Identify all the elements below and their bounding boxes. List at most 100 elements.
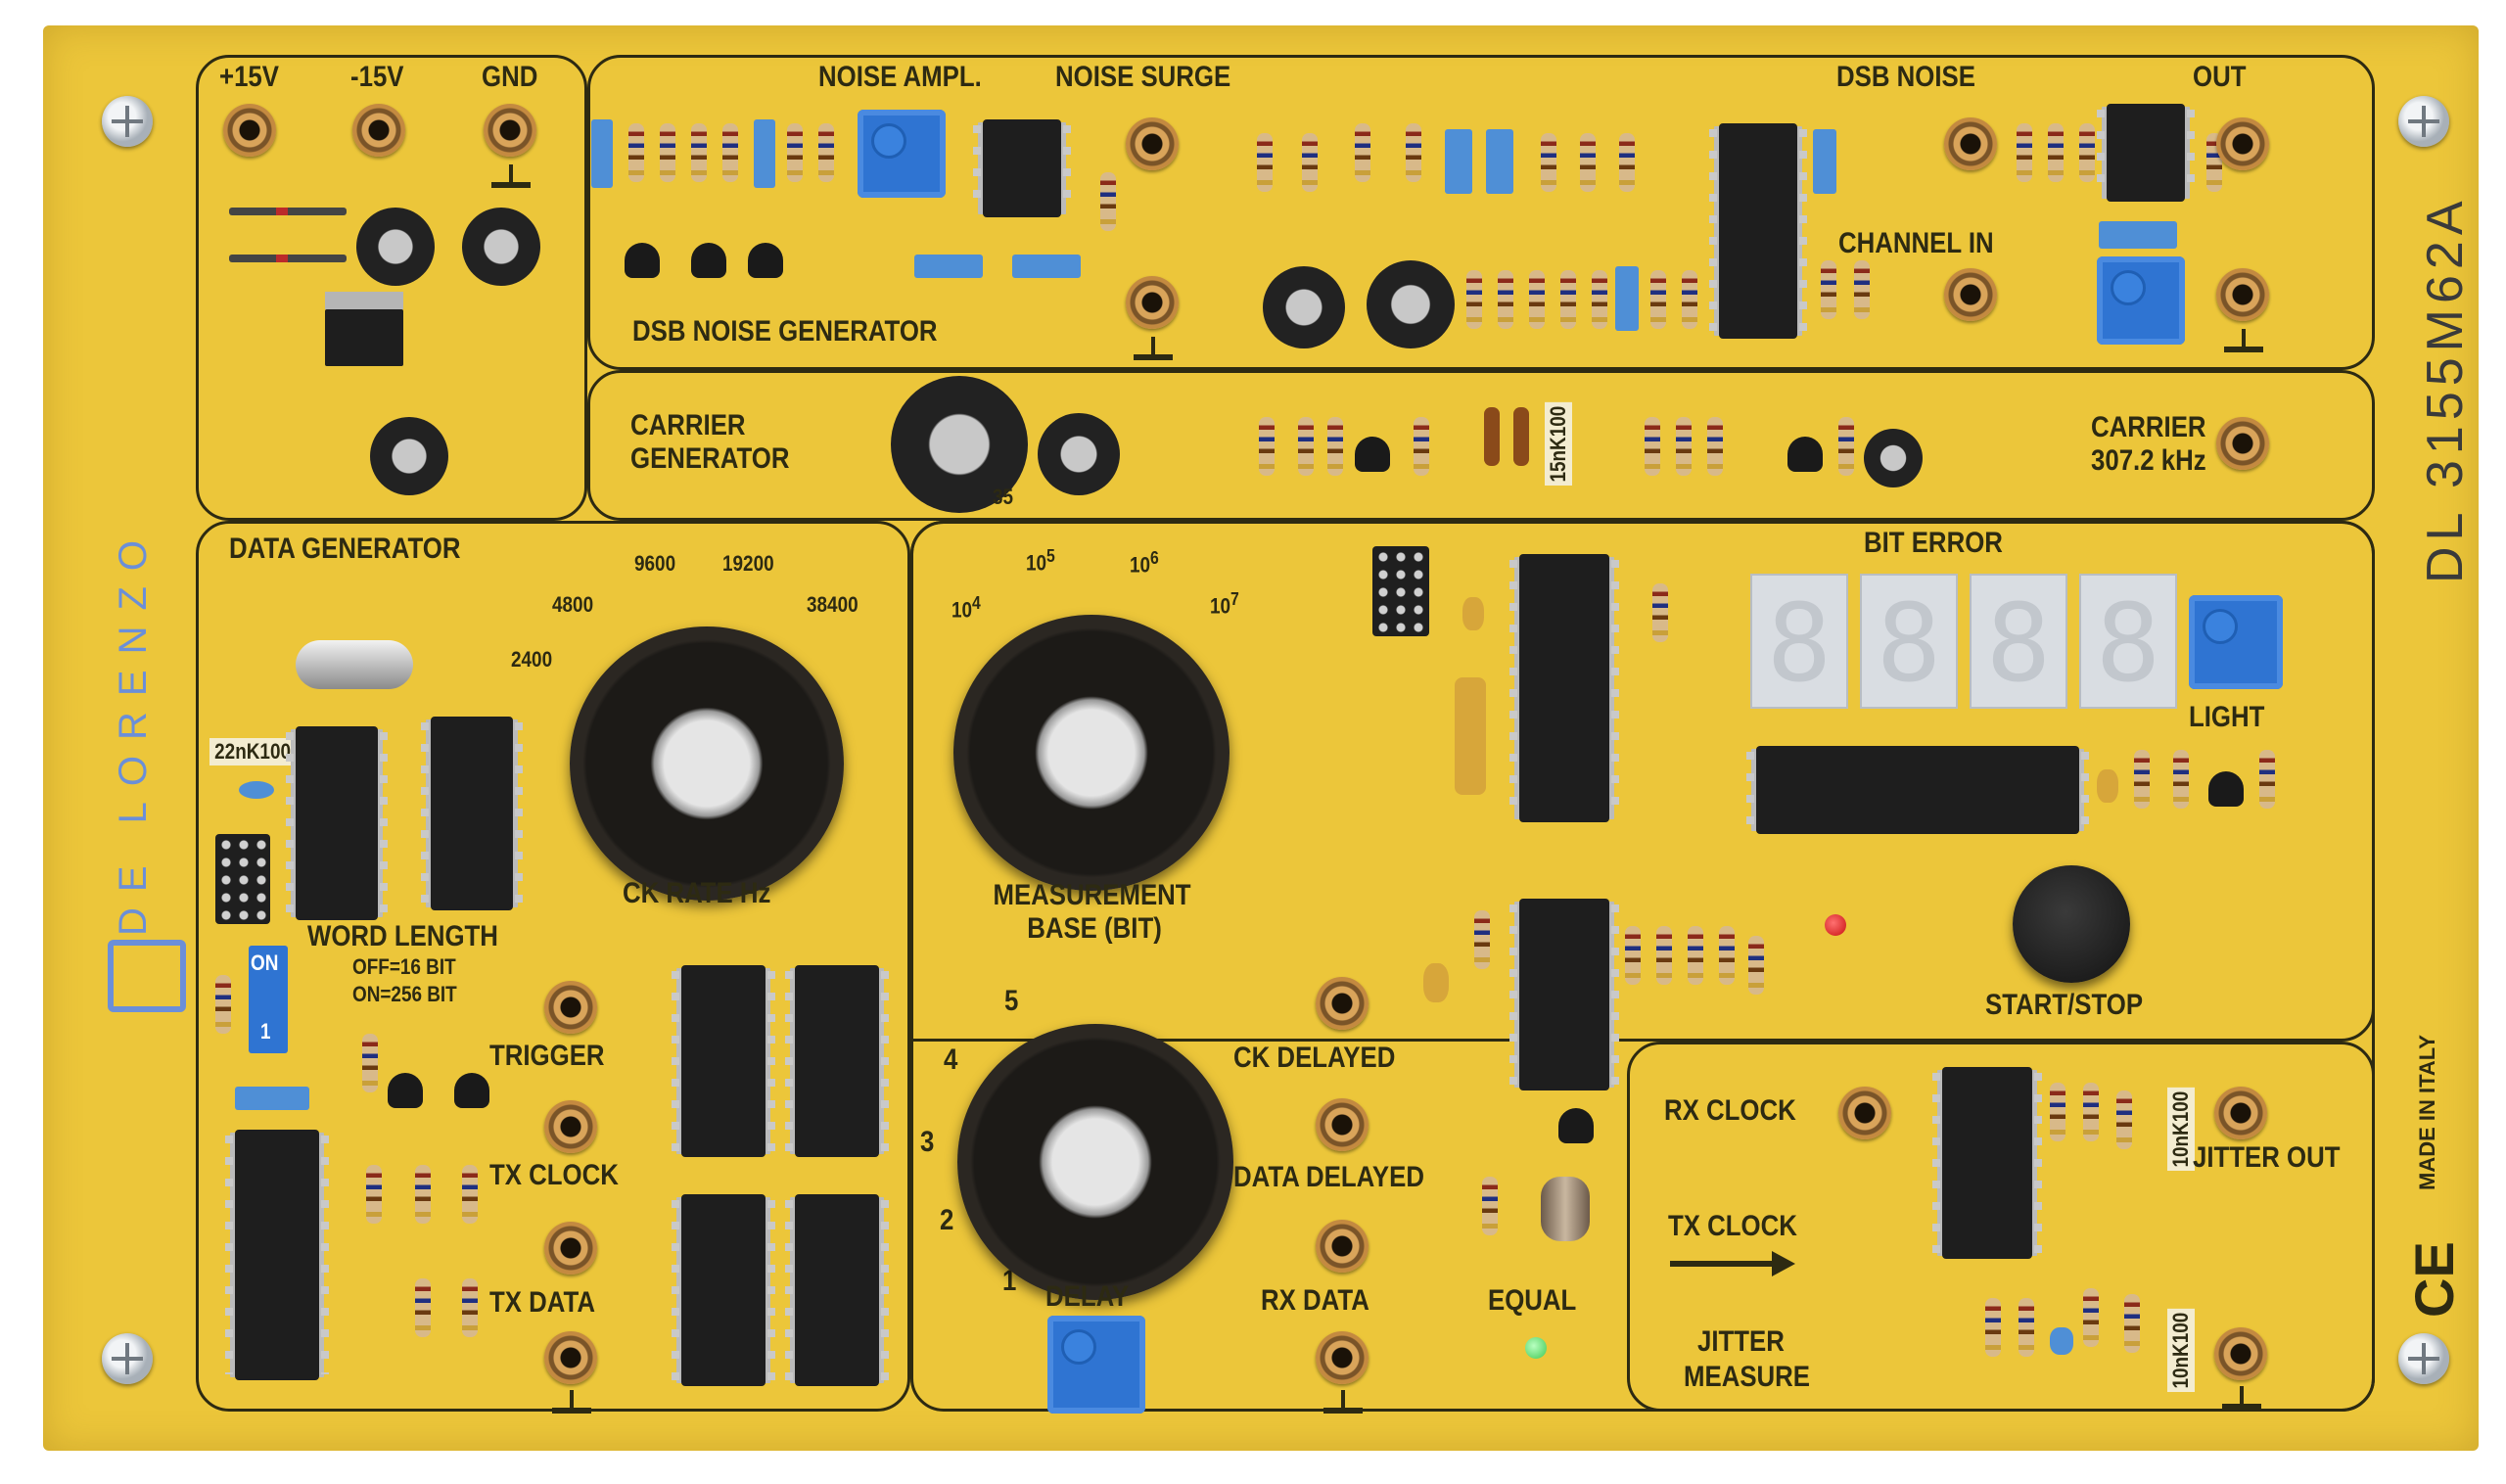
electrolytic-capacitor [891, 376, 1028, 513]
resistor [1625, 926, 1641, 985]
delay-selector-knob[interactable] [957, 1024, 1233, 1300]
resistor [1682, 270, 1697, 329]
jumper-header[interactable] [215, 834, 270, 924]
electrolytic-capacitor [370, 417, 448, 495]
bit-error-display-digit-2 [1860, 574, 1958, 709]
jack-noise-surge-gnd[interactable] [1126, 276, 1179, 329]
ground-symbol [1134, 337, 1173, 366]
ic-chip [1509, 899, 1619, 1090]
transistor [1355, 437, 1390, 472]
capacitor [1813, 129, 1836, 194]
electrolytic-capacitor [1864, 429, 1923, 487]
resistor [415, 1165, 431, 1224]
bit-error-display-digit-1 [1750, 574, 1848, 709]
jack-ck-delayed[interactable] [1316, 977, 1369, 1030]
bit-error-display-digit-3 [1970, 574, 2067, 709]
label-tx-clock: TX CLOCK [489, 1159, 619, 1191]
capacitor [1445, 129, 1472, 194]
resistor [1652, 583, 1668, 642]
ck-rate-option-19200: 19200 [722, 551, 774, 576]
ck-rate-option-2400: 2400 [511, 647, 553, 672]
start-stop-button[interactable] [2013, 865, 2130, 983]
ceramic-capacitor [2097, 769, 2118, 803]
resistor [1259, 417, 1275, 476]
jack-jitter-out[interactable] [2214, 1087, 2267, 1139]
transistor [454, 1073, 489, 1108]
resistor [787, 123, 803, 182]
measurement-option-10e4: 104 [951, 592, 981, 623]
label-light: LIGHT [2189, 701, 2265, 733]
capacitor-marking-15n: 15nK100 [1545, 402, 1573, 486]
ground-symbol [552, 1390, 591, 1419]
resistor [1482, 1177, 1498, 1235]
jack-jitter-gnd[interactable] [2214, 1327, 2267, 1380]
electrolytic-capacitor [1263, 266, 1345, 348]
resistor [1592, 270, 1607, 329]
ck-rate-option-4800: 4800 [552, 592, 594, 617]
transistor [691, 243, 726, 278]
resistor [2173, 750, 2189, 809]
jack-plus-15v[interactable] [223, 104, 276, 157]
jack-tx-data-gnd[interactable] [544, 1331, 597, 1384]
jack-channel-in[interactable] [1944, 268, 1997, 321]
label-out: OUT [2193, 61, 2247, 93]
diode [229, 255, 347, 262]
ic-chip [973, 119, 1071, 217]
jack-dsb-noise[interactable] [1944, 117, 1997, 170]
noise-ampl-trimmer[interactable] [858, 110, 946, 198]
resistor [1355, 123, 1370, 182]
resistor [1854, 260, 1870, 319]
ceramic-capacitor [1462, 597, 1484, 630]
jack-carrier-307khz[interactable] [2216, 417, 2269, 470]
ic-chip [421, 717, 523, 910]
electrolytic-capacitor [462, 208, 540, 286]
ck-rate-selector-knob[interactable] [570, 626, 844, 901]
measurement-base-selector-knob[interactable] [953, 615, 1230, 891]
ce-mark: CE [2403, 1241, 2465, 1318]
jack-rx-clock[interactable] [1838, 1087, 1891, 1139]
label-base-bit: BASE (BIT) [1027, 912, 1162, 945]
jack-rx-data[interactable] [1316, 1220, 1369, 1273]
ic-chip [225, 1130, 329, 1380]
resistor [366, 1165, 382, 1224]
jack-trigger[interactable] [544, 981, 597, 1034]
label-carrier: CARRIER [2091, 411, 2206, 443]
jack-tx-clock[interactable] [544, 1100, 597, 1153]
jack-noise-surge[interactable] [1126, 117, 1179, 170]
resistor [1257, 133, 1273, 192]
resistor [1821, 260, 1836, 319]
bit-error-section [910, 521, 2375, 1042]
ground-symbol [491, 164, 531, 194]
transistor [2208, 771, 2244, 807]
word-length-dip-switch[interactable] [249, 946, 288, 1053]
voltage-regulator [325, 292, 403, 366]
jack-out[interactable] [2216, 117, 2269, 170]
resistor [2116, 1090, 2132, 1149]
jack-gnd[interactable] [484, 104, 536, 157]
resistor [1719, 926, 1735, 985]
jack-minus-15v[interactable] [352, 104, 405, 157]
label-carrier-frequency: 307.2 kHz [2091, 444, 2206, 477]
capacitor [235, 1087, 309, 1110]
transistor [1558, 1108, 1594, 1143]
delay-fine-trimmer[interactable] [1047, 1316, 1145, 1414]
label-delay: DELAY [1045, 1280, 1130, 1313]
capacitor-marking-10n-a: 10nK100 [2167, 1088, 2196, 1171]
resistor [2083, 1083, 2099, 1141]
diode [229, 208, 347, 215]
capacitor [914, 255, 983, 278]
jack-out-gnd[interactable] [2216, 268, 2269, 321]
resistor [2134, 750, 2150, 809]
equal-green-led [1525, 1337, 1547, 1359]
display-light-trimmer[interactable] [2189, 595, 2283, 689]
arrow-head-icon [1772, 1251, 1795, 1276]
jack-rx-data-gnd[interactable] [1316, 1331, 1369, 1384]
jumper-header[interactable] [1372, 546, 1429, 636]
resistor [2259, 750, 2275, 809]
label-tx-data: TX DATA [489, 1286, 595, 1319]
jack-data-delayed[interactable] [1316, 1098, 1369, 1151]
out-level-trimmer[interactable] [2097, 256, 2185, 345]
label-measurement: MEASUREMENT [993, 879, 1191, 911]
jack-tx-data[interactable] [544, 1222, 597, 1275]
ic-chip [286, 726, 388, 920]
